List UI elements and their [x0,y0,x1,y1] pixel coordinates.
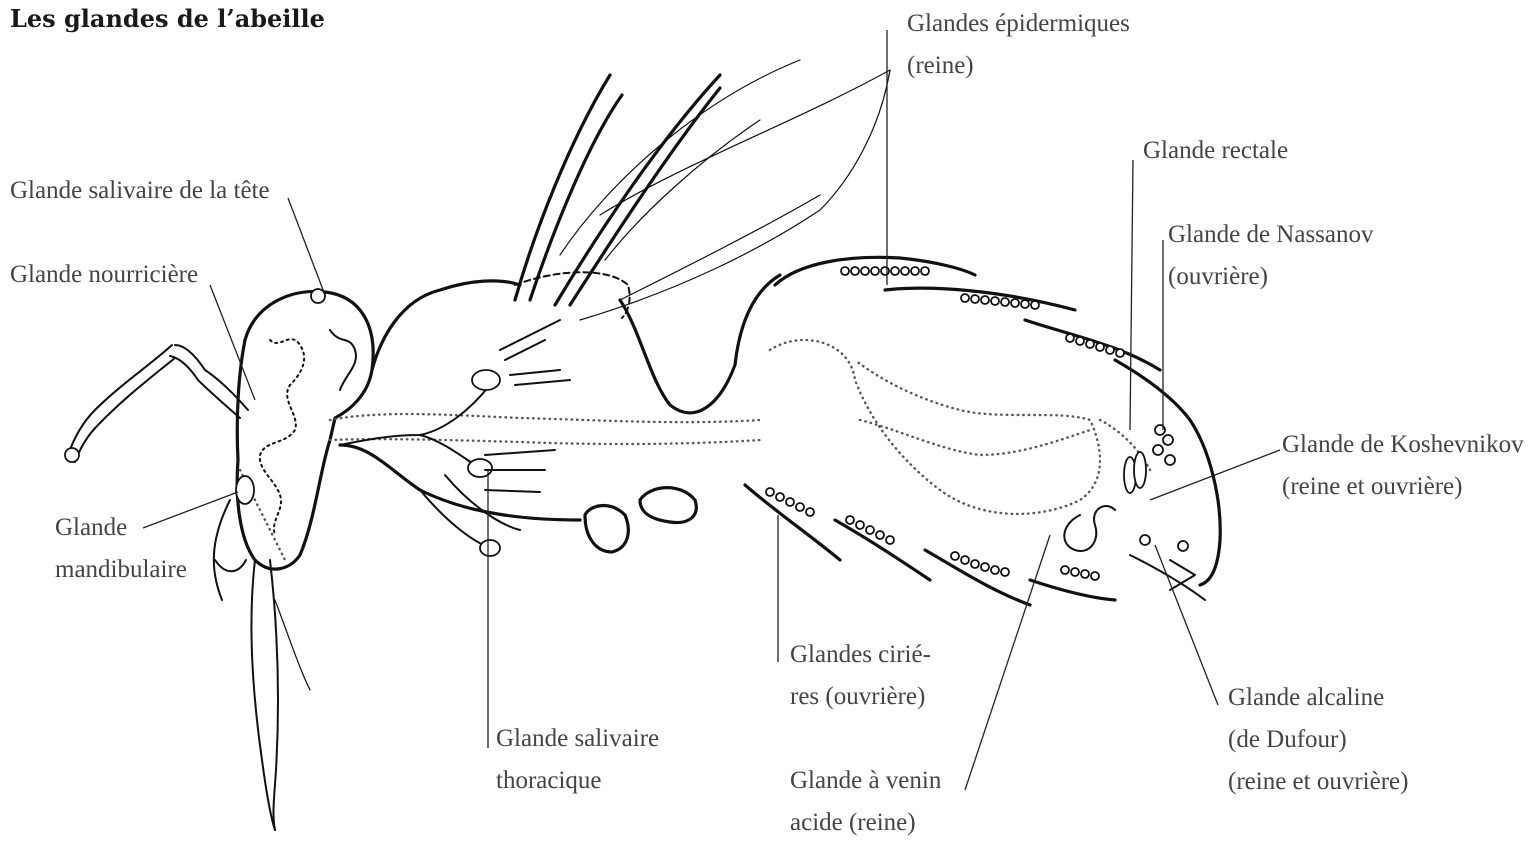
label-glande-salivaire-thoracique: Glande salivaire thoracique [496,718,659,802]
label-glandes-cirieres: Glandes cirié- res (ouvrière) [790,634,931,718]
label-glande-mandibulaire: Glande mandibulaire [55,507,187,591]
label-glandes-epidermiques: Glandes épidermiques (reine) [907,3,1130,87]
label-glande-alcaline: Glande alcaline (de Dufour) (reine et ou… [1228,677,1408,803]
label-glande-nourriciere: Glande nourricière [10,254,198,296]
leader-rectale [1130,160,1133,430]
label-glande-nassanov: Glande de Nassanov (ouvrière) [1168,214,1374,298]
leader-salivaire-tete [288,198,325,295]
thorax [340,275,780,556]
wax-gland-rows [766,488,1099,580]
leader-nourriciere [210,285,255,400]
leader-lines [143,30,1280,790]
glands [236,320,1188,551]
label-glande-koshevnikov: Glande de Koshevnikov (reine et ouvrière… [1282,424,1524,508]
abdomen [745,257,1220,605]
epidermal-gland-rows [841,267,1124,357]
label-glande-rectale: Glande rectale [1143,130,1288,172]
wings [515,60,890,320]
figure-title: Les glandes de l’abeille [10,4,325,33]
label-glande-salivaire-tete: Glande salivaire de la tête [10,170,270,212]
digestive-tract [240,340,1150,560]
label-glande-venin: Glande à venin acide (reine) [790,760,941,844]
